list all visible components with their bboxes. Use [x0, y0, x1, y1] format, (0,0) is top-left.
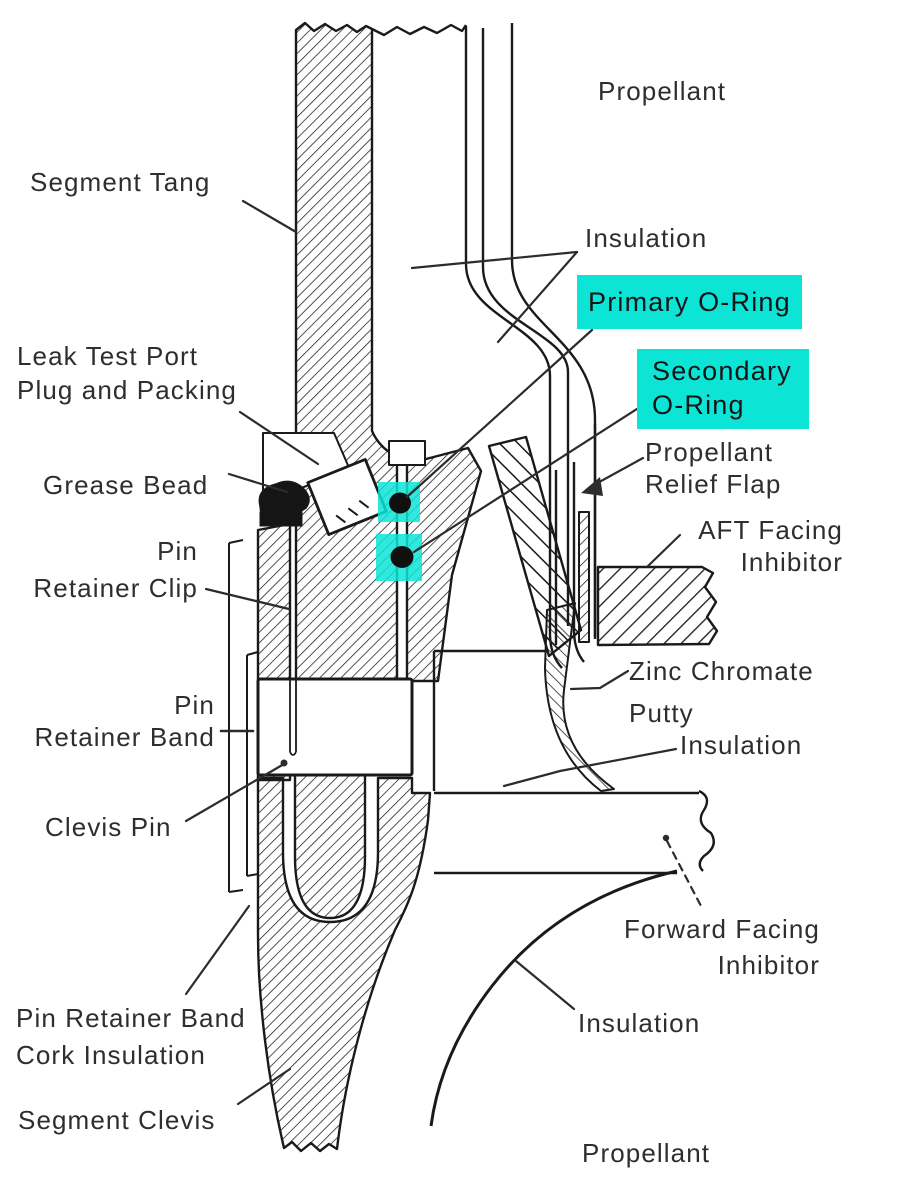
secondary-oring-leader: [412, 405, 642, 554]
label-propellant-top: Propellant: [598, 76, 727, 106]
zinc-chromate-putty-shape: [432, 602, 615, 792]
label-clip-line2: Retainer Clip: [33, 573, 198, 603]
label-zinc-chromate-putty: Zinc Chromate Putty: [629, 650, 814, 734]
label-fwd-line1: Forward Facing: [623, 914, 820, 944]
tang-tip: [293, 772, 367, 920]
label-leak-line1: Leak Test Port: [17, 341, 199, 371]
primary-oring-highlight: [378, 482, 420, 522]
label-insulation-upper: Insulation: [585, 223, 708, 253]
label-cork-line1: Pin Retainer Band: [16, 1003, 246, 1033]
retainer-clip-leader: [204, 587, 291, 611]
label-aft-facing-inhibitor: AFT Facing Inhibitor: [683, 514, 843, 578]
secondary-oring-dot: [390, 546, 414, 568]
segment-tang-leader: [241, 199, 298, 234]
label-secondary-line2: O-Ring: [652, 390, 745, 420]
label-aft-line2: Inhibitor: [740, 547, 843, 577]
label-propellant-bottom: Propellant: [582, 1138, 711, 1168]
aft-inhibitor-leader: [646, 533, 682, 568]
label-fwd-line2: Inhibitor: [717, 950, 820, 980]
label-relief-line1: Propellant: [645, 437, 774, 467]
label-band-line2: Retainer Band: [34, 722, 215, 752]
insulation-arc: [429, 869, 678, 1127]
clevis-pin-rect: [256, 677, 414, 777]
forward-inhibitor-leader: [665, 839, 703, 908]
relief-flap-arrowhead: [581, 477, 603, 496]
label-cork-line2: Cork Insulation: [16, 1040, 206, 1070]
grease-bead-blob: [258, 480, 310, 527]
insulation-lower-leader: [514, 959, 576, 1011]
pin-retainer-band-lines: [228, 539, 259, 893]
pin-retainer-clip-lines: [289, 526, 297, 756]
secondary-oring-highlight: [376, 534, 422, 581]
clevis-pin-leader: [184, 762, 286, 823]
cork-insulation-leader: [184, 904, 251, 996]
label-insulation-mid: Insulation: [680, 730, 803, 760]
zinc-putty-leader: [569, 669, 630, 691]
label-clevis-pin: Clevis Pin: [45, 812, 172, 842]
leak-test-leader: [238, 410, 320, 466]
label-relief-line2: Relief Flap: [645, 469, 782, 499]
label-secondary-oring-highlighted: Secondary O-Ring: [637, 349, 809, 429]
label-segment-clevis: Segment Clevis: [18, 1105, 216, 1135]
label-secondary-line1: Secondary: [652, 356, 792, 386]
forward-inhibitor-band: [434, 789, 715, 875]
label-zinc-line2: Putty: [629, 698, 694, 728]
oring-channel-notch: [388, 440, 426, 466]
insulation-mid-leader: [502, 747, 678, 788]
primary-oring-leader: [405, 328, 594, 499]
label-pin-retainer-band-cork: Pin Retainer Band Cork Insulation: [16, 1000, 246, 1074]
leader-lines: [184, 199, 703, 1106]
forward-inhibitor-leader-dot: [662, 834, 670, 842]
label-clip-line1: Pin: [157, 536, 198, 566]
label-pin-retainer-band: Pin Retainer Band: [20, 689, 215, 753]
segment-tang-shape: [294, 21, 399, 683]
propellant-relief-flap-shape: [578, 424, 597, 643]
aft-facing-inhibitor-bar: [596, 565, 719, 647]
label-forward-facing-inhibitor: Forward Facing Inhibitor: [604, 911, 820, 983]
label-leak-line2: Plug and Packing: [17, 375, 237, 405]
label-segment-tang: Segment Tang: [30, 167, 211, 197]
label-leak-test-port: Leak Test Port Plug and Packing: [17, 339, 237, 407]
insulation-upper-leader-1: [410, 250, 579, 270]
label-primary-oring-highlighted: Primary O-Ring: [577, 275, 802, 329]
label-propellant-relief-flap: Propellant Relief Flap: [645, 436, 781, 500]
primary-oring-dot: [389, 492, 411, 514]
label-band-line1: Pin: [174, 690, 215, 720]
label-pin-retainer-clip: Pin Retainer Clip: [20, 533, 198, 607]
insulation-upper-leader-2: [496, 250, 579, 344]
label-zinc-line1: Zinc Chromate: [629, 656, 814, 686]
grease-bead-leader: [227, 472, 289, 494]
segment-clevis-leader: [236, 1067, 292, 1106]
label-insulation-lower: Insulation: [578, 1008, 701, 1038]
label-grease-bead: Grease Bead: [43, 470, 209, 500]
clevis-pin-leader-dot: [280, 759, 288, 767]
label-aft-line1: AFT Facing: [698, 515, 843, 545]
leak-test-port-plug: [262, 432, 388, 536]
